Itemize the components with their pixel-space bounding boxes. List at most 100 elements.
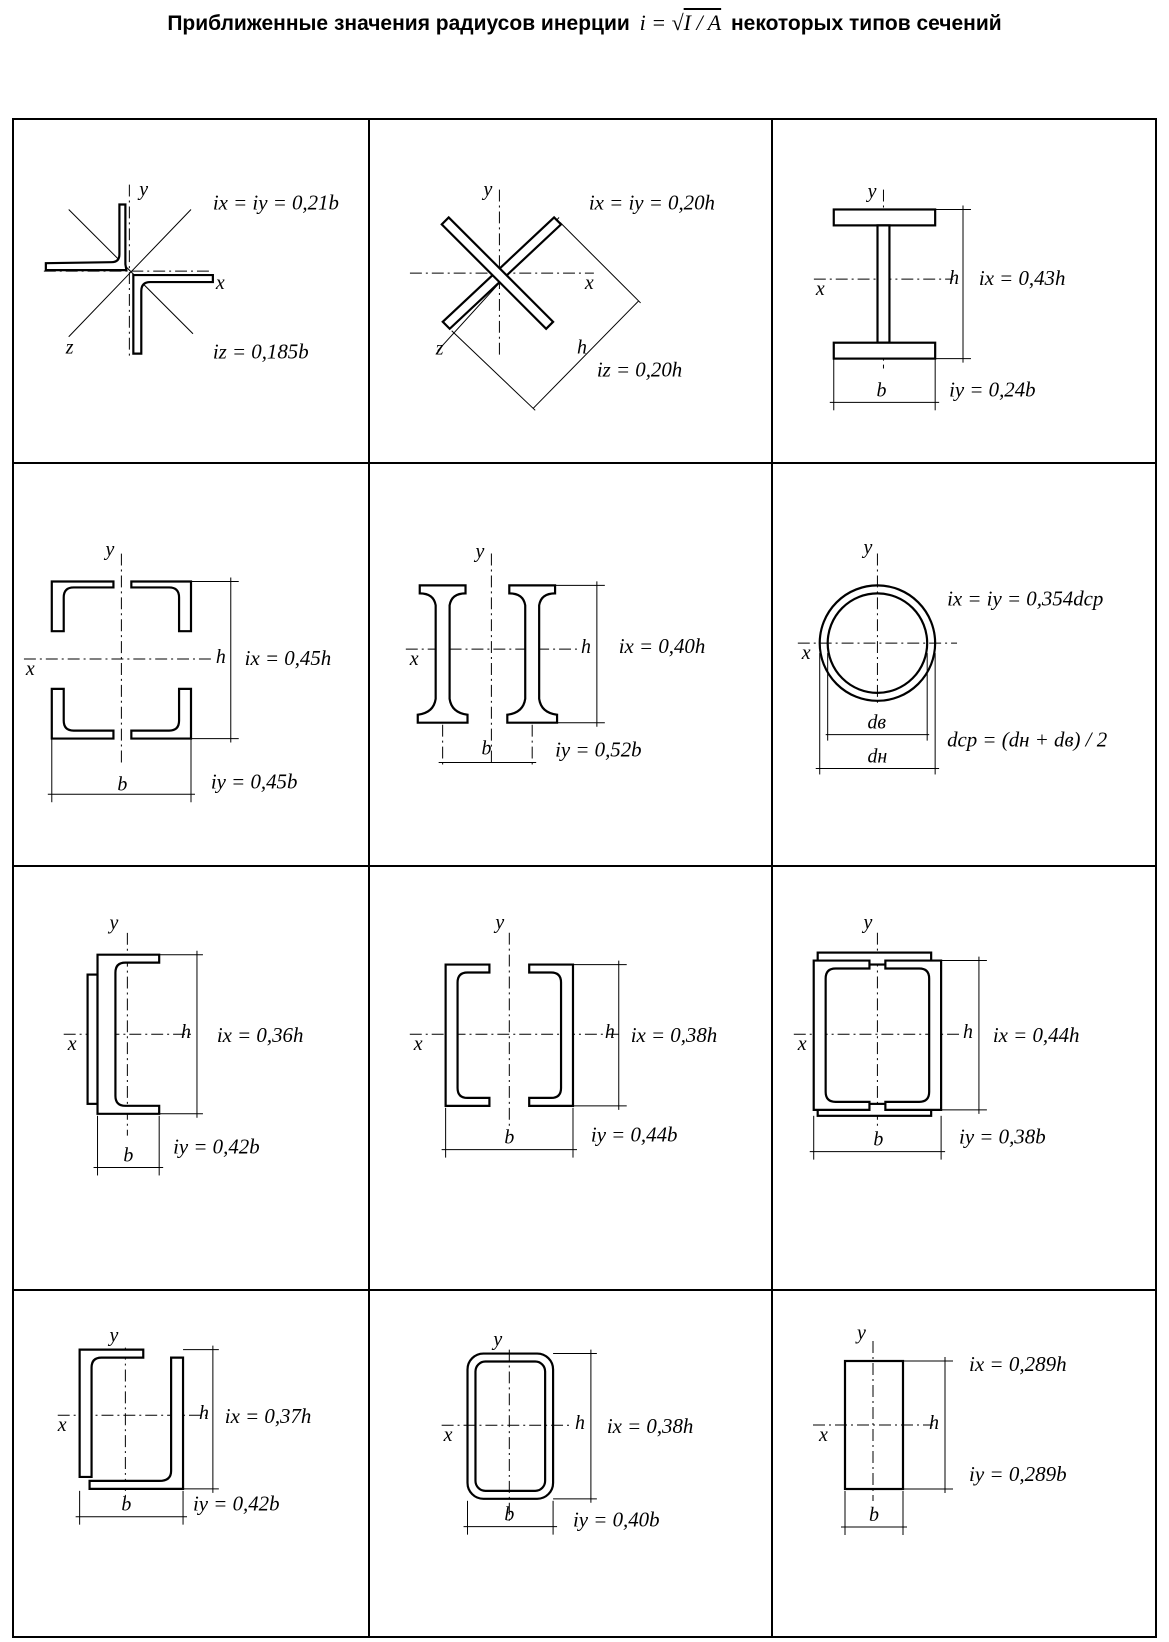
title-formula-var: i =: [639, 10, 667, 35]
cell-four-plates-cross: y x z h ix = iy = 0,20h iz = 0,20h: [370, 120, 773, 464]
label-z: z: [65, 337, 74, 359]
label-x: x: [57, 1414, 67, 1436]
channel-left: [78, 1348, 145, 1479]
label-y: y: [855, 1322, 866, 1344]
channel-right: [884, 959, 943, 1111]
pipe-inner-circle: [826, 592, 929, 694]
formula-10-b: iy = 0,42b: [193, 1492, 280, 1516]
cell-two-channels-apart: y x h b ix = 0,38h iy = 0,44b: [370, 867, 773, 1291]
cell-two-channels-toe-in: y x h b ix = 0,37h iy = 0,42b: [14, 1291, 370, 1636]
formula-10-a: ix = 0,37h: [225, 1404, 312, 1428]
cell-two-angles-cross: y x z ix = iy = 0,21b iz = 0,185b: [14, 120, 370, 464]
label-y: y: [866, 181, 877, 203]
label-d-out: dн: [867, 746, 887, 768]
label-b: b: [123, 1145, 133, 1167]
formula-5-b: iy = 0,52b: [555, 738, 642, 762]
bottom-flange: [832, 341, 937, 360]
tube-inner: [474, 1360, 547, 1492]
label-x: x: [818, 1424, 828, 1446]
label-y: y: [107, 1325, 118, 1347]
label-b: b: [121, 1494, 131, 1516]
rectangular-tube-drawing: y x h b ix = 0,38h iy = 0,40b: [441, 1329, 693, 1535]
label-b: b: [117, 773, 127, 795]
label-y: y: [482, 179, 493, 201]
solid-rectangle-drawing: y x h b ix = 0,289h iy = 0,289b: [813, 1322, 1067, 1535]
tube-outer: [466, 1352, 555, 1500]
formula-9-b: iy = 0,38b: [959, 1125, 1046, 1149]
cell-four-angles-box: y x h b ix = 0,45h iy = 0,45b: [14, 464, 370, 867]
upper-left-angle: [44, 203, 128, 272]
title-text-after: некоторых типов сечений: [730, 12, 1002, 35]
label-x: x: [443, 1424, 453, 1446]
channel-left: [812, 959, 871, 1111]
two-channels-toe-in-drawing: y x h b ix = 0,37h iy = 0,42b: [57, 1325, 312, 1525]
angle-top-right: [130, 580, 193, 633]
formula-4-b: iy = 0,45b: [211, 769, 298, 793]
formula-7-a: ix = 0,36h: [217, 1023, 304, 1047]
two-angles-cross-drawing: y x z ix = iy = 0,21b iz = 0,185b: [43, 179, 339, 364]
label-y: y: [493, 912, 504, 934]
formula-12-b: iy = 0,289b: [969, 1462, 1067, 1486]
label-h: h: [199, 1402, 209, 1424]
title-formula: i = √I / A: [640, 10, 722, 35]
formula-11-b: iy = 0,40b: [573, 1508, 660, 1532]
two-channels-box-drawing: y x h b ix = 0,44h iy = 0,38b: [793, 912, 1080, 1160]
cell-i-beam-welded: y x h b ix = 0,43h iy = 0,24b: [773, 120, 1155, 464]
label-h: h: [577, 337, 587, 359]
label-d-in: dв: [867, 712, 886, 734]
i-beam-right: [506, 584, 559, 724]
formula-3-a: ix = 0,43h: [979, 266, 1065, 290]
label-h: h: [216, 646, 226, 668]
label-y: y: [473, 541, 484, 563]
formula-4-a: ix = 0,45h: [245, 646, 332, 670]
channel-right: [88, 1356, 185, 1490]
cell-rectangular-tube: y x h b ix = 0,38h iy = 0,40b: [370, 1291, 773, 1636]
top-plate: [816, 951, 933, 966]
channel-with-plate-drawing: y x h b ix = 0,36h iy = 0,42b: [63, 912, 304, 1176]
label-y: y: [103, 539, 114, 561]
formula-1-b: iz = 0,185b: [213, 340, 309, 364]
label-y: y: [862, 537, 873, 559]
formula-8-b: iy = 0,44b: [591, 1123, 678, 1147]
formula-8-a: ix = 0,38h: [631, 1023, 718, 1047]
angle-bottom-right: [130, 687, 193, 740]
label-y: y: [107, 912, 118, 934]
label-h: h: [181, 1021, 191, 1043]
label-y: y: [861, 912, 872, 934]
label-b: b: [873, 1129, 883, 1151]
title-text-before: Приближенные значения радиусов инерции: [167, 12, 630, 35]
formula-9-a: ix = 0,44h: [993, 1023, 1080, 1047]
label-x: x: [815, 278, 825, 300]
pipe-drawing: y x dв dн ix = iy = 0,354dср dср = (dн +…: [797, 537, 1107, 775]
two-channels-apart-drawing: y x h b ix = 0,38h iy = 0,44b: [409, 912, 718, 1158]
label-x: x: [67, 1033, 77, 1055]
label-x: x: [797, 1033, 807, 1055]
label-y: y: [491, 1329, 502, 1351]
angle-top-left: [50, 580, 115, 633]
channel-right: [528, 963, 575, 1107]
formula-3-b: iy = 0,24b: [949, 377, 1035, 401]
label-h: h: [575, 1412, 585, 1434]
lower-right-angle: [132, 273, 214, 355]
channel: [96, 953, 161, 1115]
formula-2-b: iz = 0,20h: [597, 358, 682, 382]
formula-12-a: ix = 0,289h: [969, 1352, 1067, 1376]
h-ext-line-2: [451, 330, 536, 411]
i-beam-left: [416, 584, 469, 724]
radical-sign-icon: √: [671, 10, 684, 35]
label-h: h: [581, 636, 591, 658]
label-b: b: [877, 379, 887, 401]
h-ext-line-1: [559, 222, 641, 304]
side-plate: [86, 973, 99, 1105]
z-axis: [68, 209, 192, 338]
label-b: b: [504, 1127, 514, 1149]
label-x: x: [409, 648, 419, 670]
label-b: b: [869, 1504, 879, 1526]
label-h: h: [963, 1021, 973, 1043]
label-x: x: [584, 272, 594, 294]
label-b: b: [504, 1504, 514, 1526]
top-flange: [832, 208, 937, 227]
label-b: b: [481, 738, 491, 760]
formula-7-b: iy = 0,42b: [173, 1135, 260, 1159]
cell-two-i-beams: y x h b ix = 0,40h iy = 0,52b: [370, 464, 773, 867]
